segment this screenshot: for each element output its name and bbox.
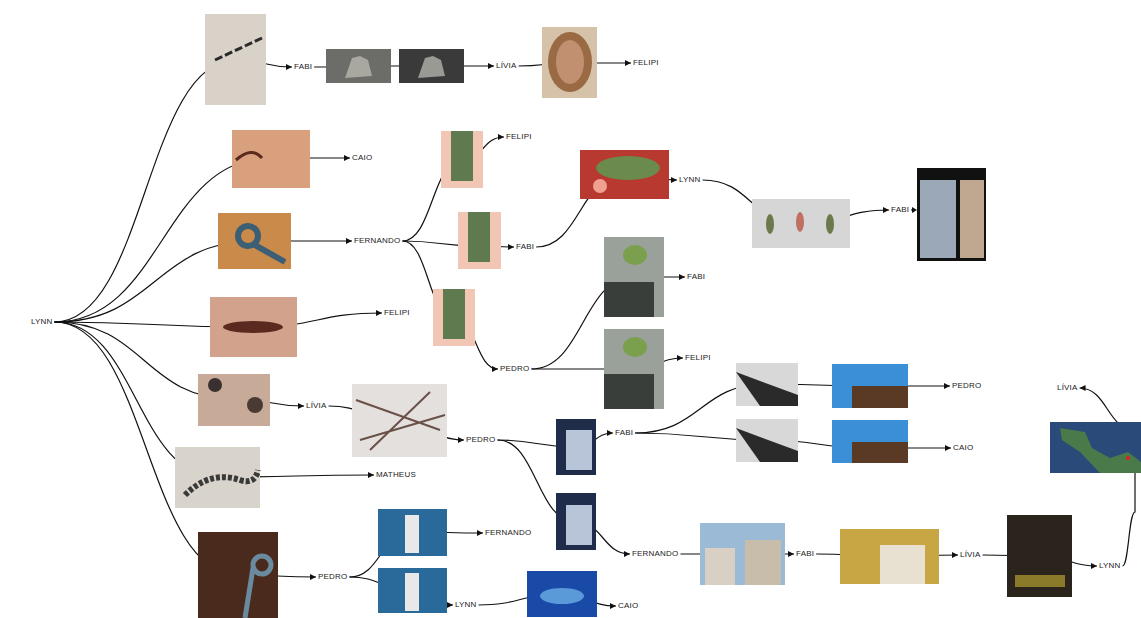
name-text: CAIO xyxy=(352,153,372,163)
map-thumbnail xyxy=(1050,422,1141,473)
photo-thumbnail xyxy=(1007,515,1072,597)
person-label: FABI xyxy=(795,549,815,559)
person-label: LÍVIA xyxy=(1056,383,1079,393)
connector-arrow xyxy=(1080,388,1135,566)
name-text: PEDRO xyxy=(466,435,495,445)
person-label: FERNANDO xyxy=(484,528,533,538)
photo-thumbnail xyxy=(198,532,278,618)
name-text: LÍVIA xyxy=(496,61,517,71)
photo-thumbnail xyxy=(198,374,270,426)
person-label: FERNANDO xyxy=(631,549,680,559)
name-text: FERNANDO xyxy=(632,549,679,559)
name-text: PEDRO xyxy=(500,364,529,374)
photo-thumbnail xyxy=(542,27,597,98)
person-label: CAIO xyxy=(617,601,639,611)
photo-thumbnail xyxy=(232,130,310,188)
photo-thumbnail xyxy=(210,297,297,357)
photo-thumbnail xyxy=(378,568,447,613)
person-label: LÍVIA xyxy=(305,401,328,411)
person-label: LYNN xyxy=(1098,561,1122,571)
photo-thumbnail xyxy=(352,384,447,457)
person-label: FABI xyxy=(614,428,634,438)
person-label: LÍVIA xyxy=(495,61,518,71)
photo-thumbnail xyxy=(205,14,266,105)
person-label: FABI xyxy=(890,205,910,215)
leader-arrow xyxy=(911,207,917,213)
name-text: PEDRO xyxy=(952,381,981,391)
name-text: LYNN xyxy=(31,317,53,327)
name-text: PEDRO xyxy=(318,572,347,582)
person-label: PEDRO xyxy=(499,364,530,374)
photo-thumbnail xyxy=(556,419,596,475)
photo-thumbnail xyxy=(736,363,798,406)
person-label: FELIPI xyxy=(383,308,411,318)
person-label: PEDRO xyxy=(317,572,348,582)
photo-thumbnail xyxy=(580,150,669,199)
name-text: FELIPI xyxy=(685,353,711,363)
name-text: LÍVIA xyxy=(306,401,327,411)
name-text: CAIO xyxy=(618,601,638,611)
name-text: LÍVIA xyxy=(1057,383,1078,393)
person-label: FABI xyxy=(293,62,313,72)
connector-arrow xyxy=(55,241,352,322)
photo-thumbnail xyxy=(527,571,597,617)
name-text: FELIPI xyxy=(633,58,659,68)
photo-thumbnail xyxy=(700,523,785,585)
name-text: FABI xyxy=(796,549,814,559)
person-label: FABI xyxy=(515,242,535,252)
photo-thumbnail xyxy=(433,289,475,346)
photo-thumbnail xyxy=(175,447,260,508)
photo-thumbnail xyxy=(604,237,664,317)
name-text: FERNANDO xyxy=(485,528,532,538)
name-text: LYNN xyxy=(1099,561,1121,571)
person-label: FABI xyxy=(686,272,706,282)
photo-thumbnail xyxy=(378,509,447,556)
name-text: FABI xyxy=(294,62,312,72)
name-text: FABI xyxy=(687,272,705,282)
name-text: FABI xyxy=(615,428,633,438)
name-text: FABI xyxy=(516,242,534,252)
person-label: LYNN xyxy=(678,175,702,185)
name-text: FERNANDO xyxy=(354,236,401,246)
name-text: LYNN xyxy=(455,600,477,610)
name-text: LÍVIA xyxy=(960,550,981,560)
name-text: FELIPI xyxy=(506,132,532,142)
person-label: LYNN xyxy=(454,600,478,610)
person-label: FELIPI xyxy=(632,58,660,68)
name-text: FABI xyxy=(891,205,909,215)
person-label: CAIO xyxy=(351,153,373,163)
photo-thumbnail xyxy=(604,329,664,409)
person-label: FERNANDO xyxy=(353,236,402,246)
name-text: FELIPI xyxy=(384,308,410,318)
photo-thumbnail xyxy=(832,420,908,463)
person-label: LYNN xyxy=(30,317,54,327)
photo-thumbnail xyxy=(218,213,291,269)
name-text: LYNN xyxy=(679,175,701,185)
person-label: CAIO xyxy=(952,443,974,453)
person-label: MATHEUS xyxy=(375,470,417,480)
photo-thumbnail xyxy=(399,49,464,83)
person-label: FELIPI xyxy=(684,353,712,363)
name-text: MATHEUS xyxy=(376,470,416,480)
photo-thumbnail xyxy=(556,493,596,550)
photo-thumbnail xyxy=(736,419,798,462)
person-label: LÍVIA xyxy=(959,550,982,560)
photo-thumbnail xyxy=(917,168,986,261)
person-label: PEDRO xyxy=(951,381,982,391)
name-text: CAIO xyxy=(953,443,973,453)
photo-thumbnail xyxy=(752,199,850,248)
photo-thumbnail xyxy=(832,364,908,408)
photo-thumbnail xyxy=(326,49,391,83)
person-label: FELIPI xyxy=(505,132,533,142)
photo-thumbnail xyxy=(840,529,939,584)
photo-thumbnail xyxy=(458,212,501,269)
photo-thumbnail xyxy=(441,131,483,188)
person-label: PEDRO xyxy=(465,435,496,445)
